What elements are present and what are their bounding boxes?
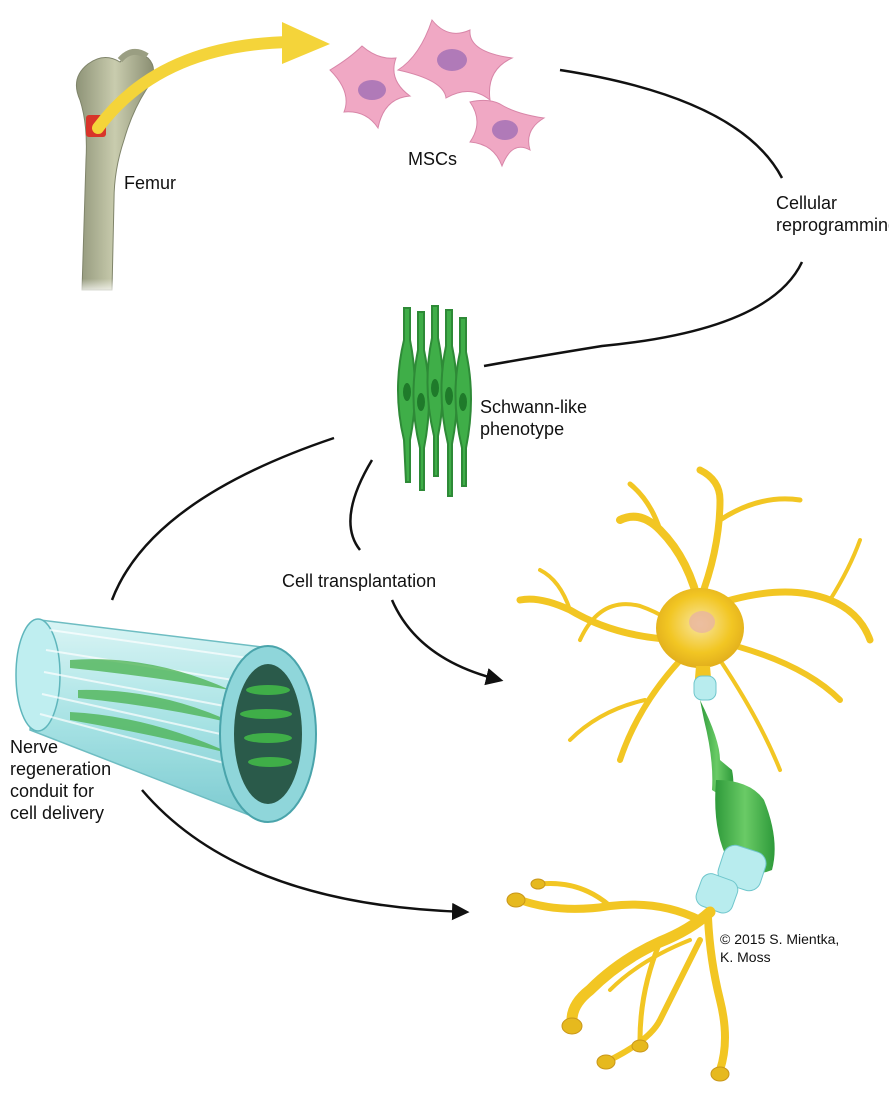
delivery-arrow [142, 790, 466, 912]
msc-cells [330, 20, 544, 166]
transplantation-arrow [392, 600, 500, 680]
schwann-label-line: Schwann-like [480, 396, 587, 418]
transplantation-arrow [350, 460, 372, 550]
neuron [507, 470, 870, 1081]
schwann-cells [398, 306, 471, 496]
axon-terminals [520, 883, 725, 1070]
schwann-label-line: phenotype [480, 418, 587, 440]
msc-cell [398, 20, 512, 100]
msc-cell [330, 46, 410, 128]
neuron-nucleus [689, 611, 715, 633]
reprogramming-label-line: reprogramming [776, 214, 889, 236]
msc-cell [470, 100, 544, 166]
reprogramming-path [484, 262, 802, 366]
conduit-label: Nerve regeneration conduit for cell deli… [10, 736, 111, 824]
transplantation-label: Cell transplantation [282, 570, 436, 592]
conduit-label-line: conduit for [10, 780, 111, 802]
reprogramming-path [560, 70, 782, 178]
copyright-line: K. Moss [720, 948, 839, 966]
conduit-label-line: cell delivery [10, 802, 111, 824]
copyright-notice: © 2015 S. Mientka, K. Moss [720, 930, 839, 966]
femur-label: Femur [124, 172, 176, 194]
conduit-label-line: Nerve [10, 736, 111, 758]
copyright-line: © 2015 S. Mientka, [720, 930, 839, 948]
conduit-label-line: regeneration [10, 758, 111, 780]
mscs-label: MSCs [408, 148, 457, 170]
reprogramming-label-line: Cellular [776, 192, 889, 214]
myelin-sheath [693, 676, 774, 916]
reprogramming-label: Cellular reprogramming [776, 192, 889, 236]
schwann-label: Schwann-like phenotype [480, 396, 587, 440]
